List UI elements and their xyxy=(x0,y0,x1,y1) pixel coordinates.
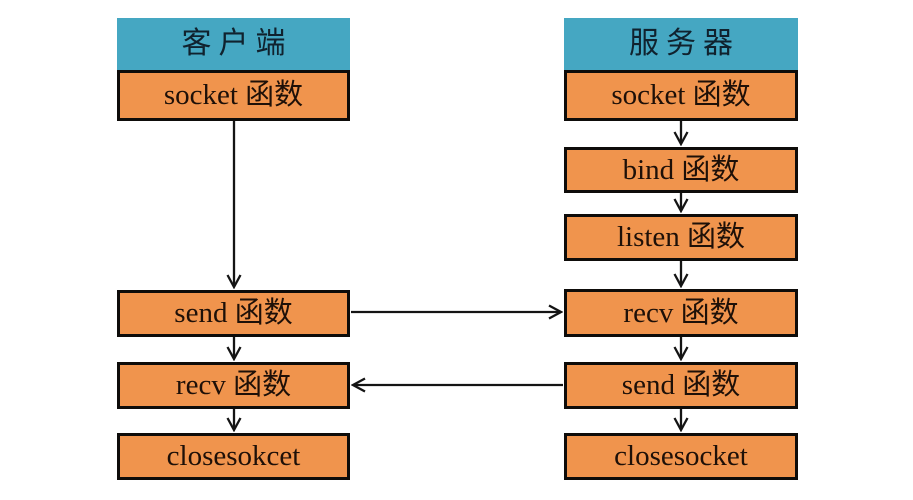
server-node-socket: socket 函数 xyxy=(564,70,798,121)
server-node-listen: listen 函数 xyxy=(564,214,798,261)
client-node-socket: socket 函数 xyxy=(117,70,350,121)
server-node-closesocket: closesocket xyxy=(564,433,798,480)
server-header: 服务器 xyxy=(564,18,798,70)
client-node-recv: recv 函数 xyxy=(117,362,350,409)
server-node-recv: recv 函数 xyxy=(564,289,798,337)
client-node-send: send 函数 xyxy=(117,290,350,337)
client-header: 客户端 xyxy=(117,18,350,70)
client-node-closesocket: closesokcet xyxy=(117,433,350,480)
server-node-send: send 函数 xyxy=(564,362,798,409)
server-node-bind: bind 函数 xyxy=(564,147,798,193)
